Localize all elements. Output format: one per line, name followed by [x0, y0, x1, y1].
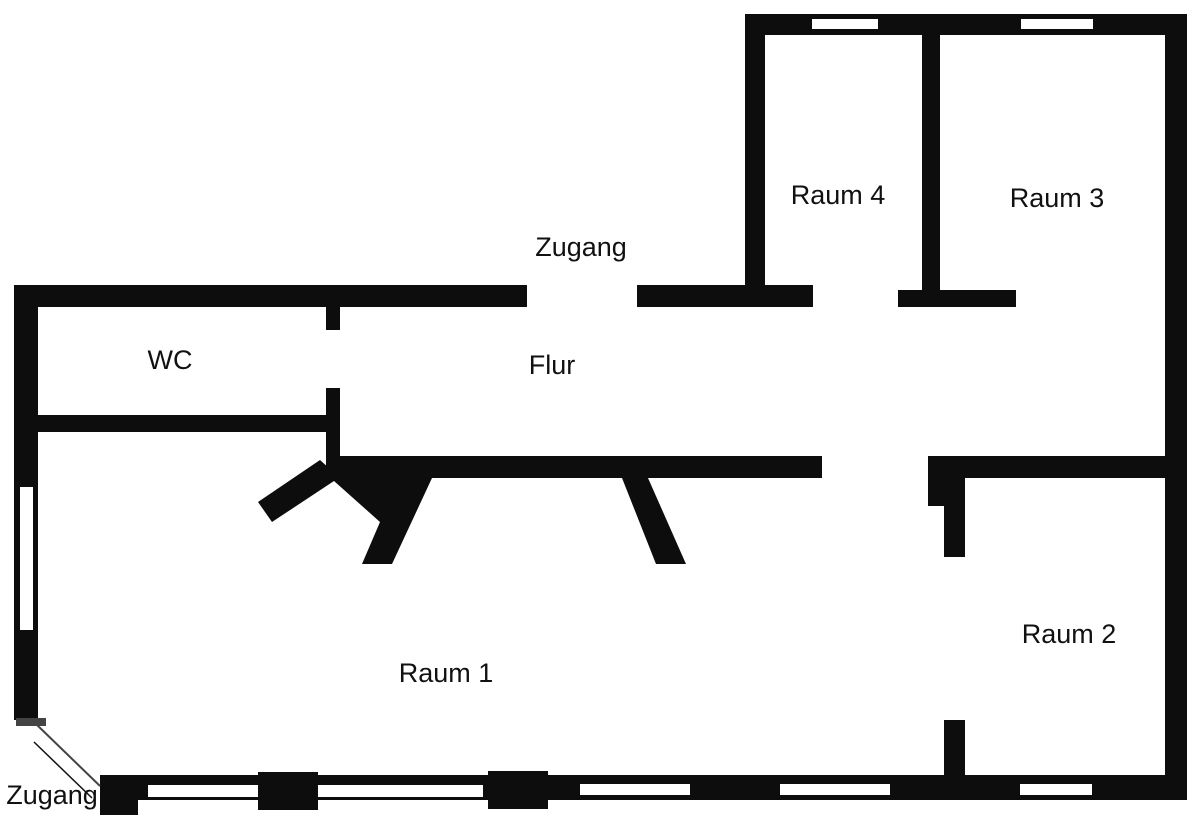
- corridor-bottom-wall: [326, 456, 822, 478]
- bottom-window-2: [318, 785, 483, 797]
- labels: Raum 4 Raum 3 Zugang WC Flur Raum 1 Raum…: [6, 180, 1116, 810]
- top-window-1: [812, 19, 878, 29]
- raum3-label: Raum 3: [1010, 183, 1105, 213]
- bottom-window-5: [1020, 784, 1092, 795]
- walls: [14, 14, 1187, 815]
- top-window-2: [1021, 19, 1093, 29]
- raum2-label: Raum 2: [1022, 619, 1117, 649]
- top-outer-wall: [745, 14, 1187, 35]
- raum4-left-wall: [745, 14, 765, 307]
- wc-bottom-wall: [38, 415, 340, 432]
- angled-wall-left: [258, 460, 432, 564]
- angled-wall-right: [622, 478, 686, 564]
- pillar-1: [100, 778, 138, 815]
- top-middle-wall: [637, 285, 813, 307]
- raum1-label: Raum 1: [399, 658, 494, 688]
- flur-label: Flur: [529, 350, 576, 380]
- raum3-bottom-wall: [898, 290, 1016, 307]
- pillar-2: [258, 772, 318, 810]
- door-line-1: [35, 723, 101, 787]
- raum2-top-wall: [928, 456, 1187, 478]
- raum4-label: Raum 4: [791, 180, 886, 210]
- wc-divider-lower: [326, 388, 340, 463]
- right-outer-wall: [1165, 14, 1187, 800]
- door-line-2: [33, 741, 93, 799]
- bottom-window-1: [148, 785, 258, 797]
- left-window: [20, 487, 33, 630]
- bottom-window-4: [780, 784, 890, 795]
- raum3-raum4-divider: [922, 14, 940, 307]
- wc-divider-upper: [326, 307, 340, 330]
- top-left-wall: [14, 285, 527, 307]
- bottom-window-3: [580, 784, 690, 795]
- door-frame: [16, 718, 46, 726]
- zugang-top-label: Zugang: [535, 232, 627, 262]
- raum2-left-wall-upper: [944, 456, 965, 557]
- zugang-bottom-label: Zugang: [6, 780, 98, 810]
- pillar-3: [488, 771, 548, 809]
- wc-label: WC: [148, 345, 193, 375]
